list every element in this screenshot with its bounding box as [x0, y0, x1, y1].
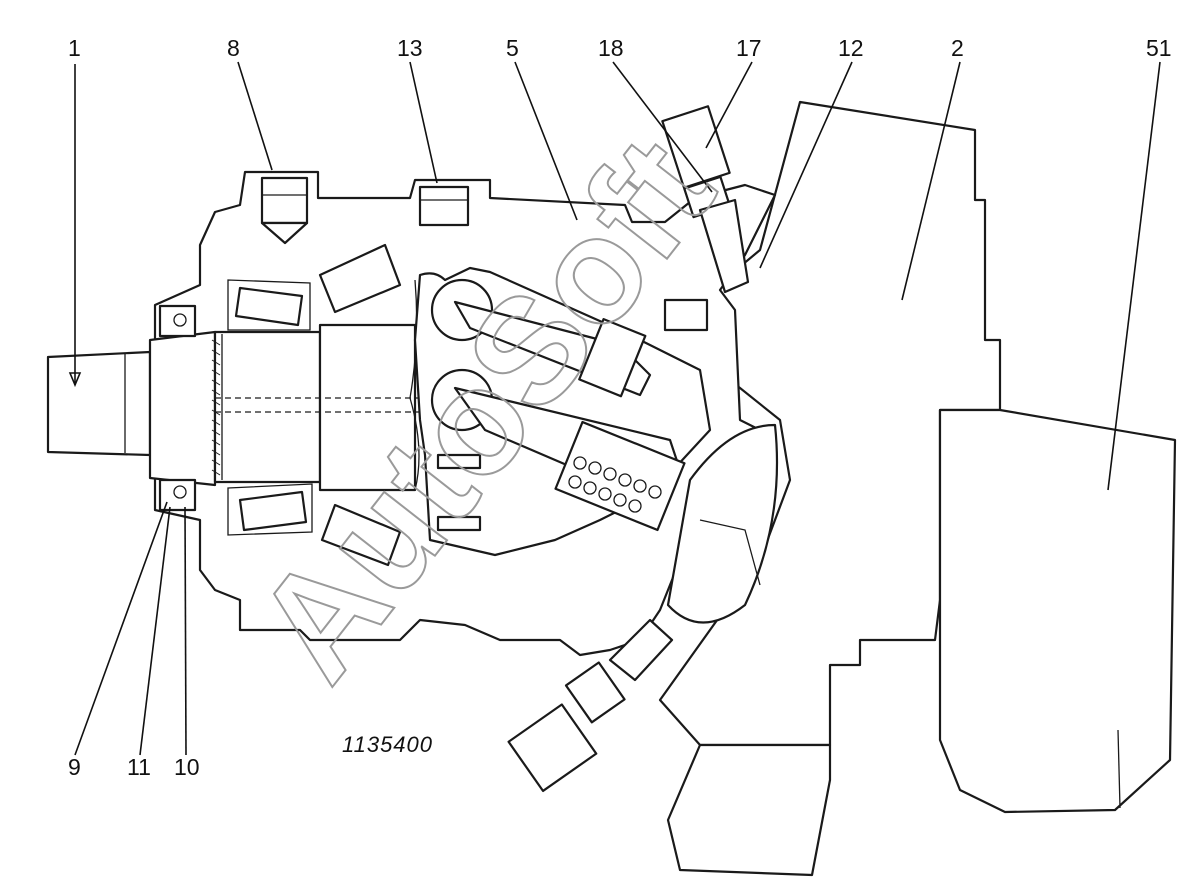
callout-18: 18	[598, 35, 624, 61]
lower-housing	[666, 743, 832, 877]
plug-13	[418, 185, 470, 227]
end-cap	[666, 423, 779, 624]
callout-2: 2	[951, 35, 964, 61]
shaft-seal	[158, 304, 197, 512]
valve-module	[938, 408, 1177, 814]
leader-lines	[68, 61, 1161, 756]
callouts: 1 8 13 5 18 17 12 2 51 9 11 10	[68, 35, 1172, 780]
callout-11: 11	[127, 754, 151, 780]
callout-51: 51	[1146, 35, 1172, 61]
cylinder-block	[413, 266, 712, 557]
callout-9: 9	[68, 754, 81, 780]
callout-10: 10	[174, 754, 200, 780]
valve-bottom	[507, 618, 674, 793]
callout-12: 12	[838, 35, 864, 61]
output-shaft	[46, 330, 217, 487]
callout-8: 8	[227, 35, 240, 61]
shaft-assembly	[211, 279, 420, 492]
callout-17: 17	[736, 35, 762, 61]
plug-8	[260, 176, 309, 245]
callout-5: 5	[506, 35, 519, 61]
valve-top	[661, 105, 750, 294]
spring-pack	[554, 420, 686, 532]
roller-bearings	[227, 243, 402, 567]
callout-13: 13	[397, 35, 423, 61]
callout-1: 1	[68, 35, 81, 61]
drawing-number: 1135400	[342, 732, 433, 757]
